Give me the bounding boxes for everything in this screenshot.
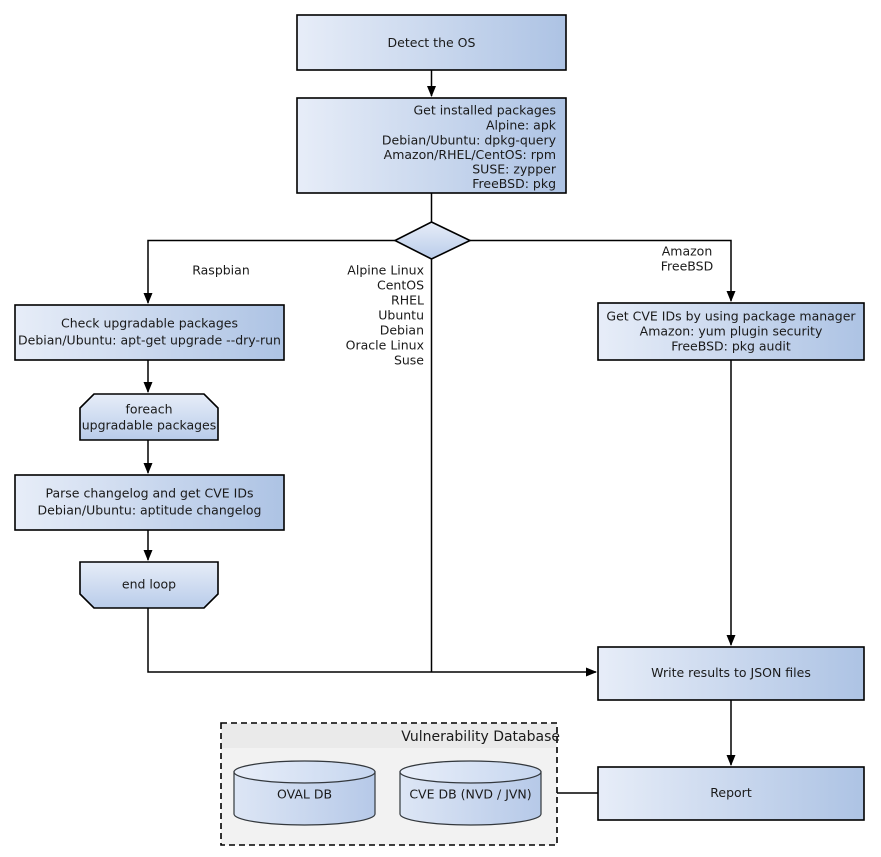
get-cve-ids-box[interactable] (597, 302, 865, 361)
vulnerability-database-header (222, 724, 556, 748)
connector-layer (143, 70, 736, 794)
vulnerability-database-title: Vulnerability Database (401, 729, 560, 745)
get-cve-ids-line-1: Get CVE IDs by using package manager (606, 309, 856, 324)
edge-decision-to-check-upgradable (143, 239, 395, 304)
right-os-line-2: FreeBSD (661, 259, 713, 274)
node-parse-changelog[interactable]: Parse changelog and get CVE IDs Debian/U… (14, 474, 285, 531)
check-upgradable-line-1: Check upgradable packages (61, 316, 238, 331)
parse-changelog-line-2: Debian/Ubuntu: aptitude changelog (38, 503, 262, 518)
oval-db-cylinder-top (233, 760, 376, 784)
detect-os-box[interactable] (296, 14, 567, 71)
report-box[interactable] (597, 766, 865, 821)
os-decision-diamond[interactable] (393, 221, 472, 260)
write-results-box[interactable] (597, 646, 865, 701)
group-vulnerability-database: Vulnerability Database OVAL DB CVE DB (N… (220, 722, 560, 846)
edge-endloop-to-write (147, 608, 597, 677)
get-installed-packages-box[interactable] (296, 97, 567, 194)
get-installed-packages-line-6: FreeBSD: pkg (472, 176, 556, 191)
foreach-line-1: foreach (125, 402, 172, 417)
get-installed-packages-line-2: Alpine: apk (486, 118, 557, 133)
node-os-decision[interactable] (393, 221, 472, 260)
node-get-cve-ids[interactable]: Get CVE IDs by using package manager Ama… (597, 302, 865, 361)
end-loop-shape[interactable] (79, 561, 219, 609)
get-installed-packages-line-5: SUSE: zypper (472, 162, 557, 177)
center-os-line-3: RHEL (391, 293, 424, 308)
node-get-installed-packages[interactable]: Get installed packages Alpine: apk Debia… (296, 97, 567, 194)
node-foreach-loop[interactable]: foreach upgradable packages (79, 393, 219, 441)
edge-decision-to-get-cve (470, 239, 736, 302)
check-upgradable-line-2: Debian/Ubuntu: apt-get upgrade --dry-run (18, 333, 281, 348)
database-oval-db[interactable]: OVAL DB (233, 760, 376, 826)
get-cve-ids-line-2: Amazon: yum plugin security (640, 324, 823, 339)
get-installed-packages-line-3: Debian/Ubuntu: dpkg-query (382, 133, 557, 148)
get-installed-packages-line-4: Amazon/RHEL/CentOS: rpm (384, 147, 556, 162)
cve-db-label: CVE DB (NVD / JVN) (409, 787, 531, 802)
parse-changelog-line-1: Parse changelog and get CVE IDs (46, 486, 254, 501)
cve-db-cylinder-body[interactable] (399, 771, 542, 826)
center-os-line-4: Ubuntu (378, 308, 424, 323)
right-os-line-1: Amazon (662, 244, 713, 259)
get-cve-ids-line-3: FreeBSD: pkg audit (671, 339, 791, 354)
get-installed-packages-line-1: Get installed packages (413, 103, 556, 118)
center-os-line-6: Oracle Linux (346, 338, 424, 353)
center-os-line-2: CentOS (377, 278, 424, 293)
node-detect-os[interactable]: Detect the OS (296, 14, 567, 71)
database-cve-db[interactable]: CVE DB (NVD / JVN) (399, 760, 542, 826)
node-end-loop[interactable]: end loop (79, 561, 219, 609)
write-results-label: Write results to JSON files (651, 665, 811, 680)
end-loop-label: end loop (122, 577, 176, 592)
edge-label-raspbian: Raspbian (192, 263, 250, 278)
edge-label-right-os-list: Amazon FreeBSD (661, 244, 713, 274)
parse-changelog-box[interactable] (14, 474, 285, 531)
oval-db-label: OVAL DB (277, 787, 332, 802)
edge-label-center-os-list: Alpine Linux CentOS RHEL Ubuntu Debian O… (346, 263, 425, 368)
report-label: Report (710, 785, 752, 800)
node-check-upgradable[interactable]: Check upgradable packages Debian/Ubuntu:… (14, 304, 285, 361)
center-os-line-1: Alpine Linux (347, 263, 424, 278)
center-os-line-7: Suse (394, 353, 424, 368)
center-os-line-5: Debian (380, 323, 424, 338)
node-report[interactable]: Report (597, 766, 865, 821)
cve-db-cylinder-top (399, 760, 542, 784)
check-upgradable-box[interactable] (14, 304, 285, 361)
node-write-results[interactable]: Write results to JSON files (597, 646, 865, 701)
foreach-loop-shape[interactable] (79, 393, 219, 441)
oval-db-cylinder-body[interactable] (233, 771, 376, 826)
foreach-line-2: upgradable packages (82, 418, 217, 433)
detect-os-label: Detect the OS (388, 35, 476, 50)
